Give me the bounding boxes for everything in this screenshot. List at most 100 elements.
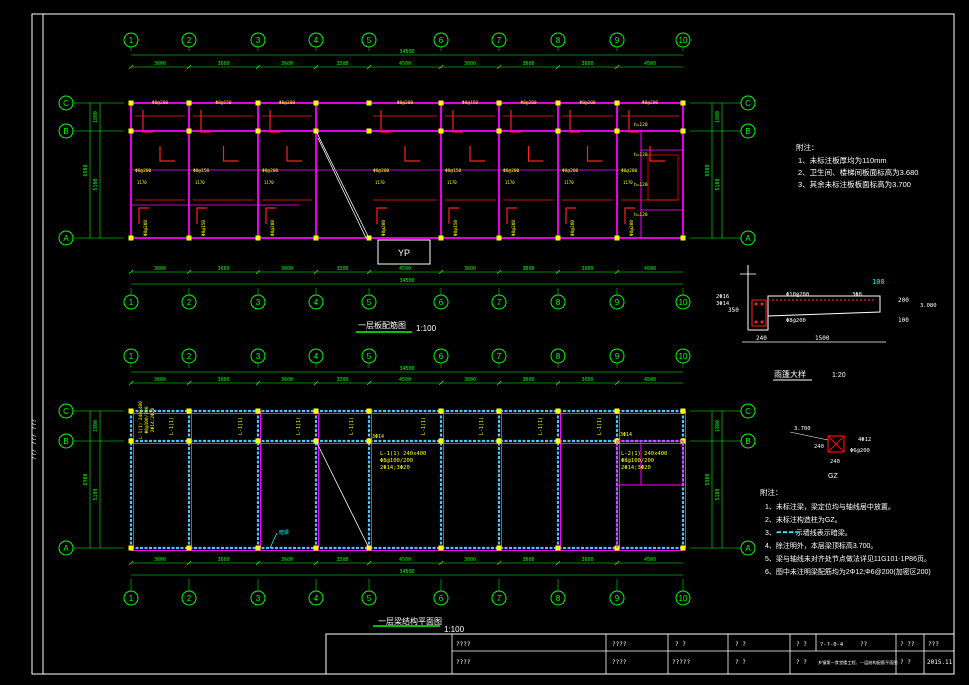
axis-bubble-top-4 [308, 32, 324, 48]
dim-tick-top-2 [255, 64, 261, 70]
rebar-mid-bay-2 [222, 146, 239, 162]
column-4-C [313, 408, 319, 414]
dim-tick-top-0 [128, 380, 134, 386]
column-3-B [255, 438, 261, 444]
slab-label-bot-bay-6: Φ8@150 [453, 220, 459, 237]
column-10-A [680, 235, 686, 241]
dim-tick-top-6 [496, 64, 502, 70]
axis-label-top-9: 9 [615, 36, 620, 45]
axis-bubble-top-5 [361, 348, 377, 364]
dim-tick-top-6 [496, 380, 502, 386]
axis-label-top-3: 3 [256, 352, 261, 361]
yp-leader [317, 137, 367, 239]
dim-tick-top-0 [128, 64, 134, 70]
axis-label-bottom-10: 10 [679, 298, 688, 307]
column-6-A [438, 235, 444, 241]
column-6-C [438, 408, 444, 414]
axis-bubble-bottom-1 [123, 294, 139, 310]
rebar-bot-bay-7 [506, 207, 517, 224]
bar-length-bay-9: 1170 [623, 180, 633, 185]
row-label-left-B: B [63, 127, 68, 136]
row-dim-total-right: 6900 [705, 164, 711, 176]
column-5-C [366, 408, 372, 414]
gz-label-stirrup: Φ6@200 [850, 448, 870, 454]
axis-label-bottom-3: 3 [256, 298, 261, 307]
leader-dark-beam [269, 532, 278, 549]
tb-r1-c9: ??? [928, 641, 939, 648]
canopy-detail: 240 1500 350 200 100 2Φ16 3Φ14 Φ10@200 Φ… [716, 265, 937, 381]
row-dim-total-right: 6900 [705, 473, 711, 485]
tb-r2-c3: ????? [672, 659, 690, 666]
column-8-A [555, 545, 561, 551]
axis-bubble-bottom-4 [308, 294, 324, 310]
axis-bubble-top-8 [550, 32, 566, 48]
column-3-A [255, 545, 261, 551]
dim-tick-bottom-0 [128, 269, 134, 275]
tb-r1-c1: ???? [456, 641, 471, 648]
dim-tick-top-3 [313, 380, 319, 386]
axis-bubble-top-2 [181, 348, 197, 364]
notes1-item-3: 3、其余未标注板板面标高为3.700 [798, 179, 911, 189]
detail-beam-stirrup [751, 299, 767, 327]
title-block: ???? ???? ? ? ? ? ? ? ?-?-0-4 ?? ? ?? ??… [325, 633, 955, 675]
detail-scale: 1:20 [832, 372, 846, 379]
axis-bubble-bottom-1 [123, 590, 139, 606]
axis-bubble-top-2 [181, 32, 197, 48]
axis-label-bottom-5: 5 [367, 298, 372, 307]
dim-bay-bottom-2: 3600 [217, 557, 229, 563]
axis-bubble-bottom-8 [550, 294, 566, 310]
dim-bay-top-1: 3600 [154, 61, 166, 67]
axis-label-top-2: 2 [187, 36, 192, 45]
bar-length-bay-6: 1170 [447, 180, 457, 185]
row-dim-upper-right: 1800 [715, 111, 721, 123]
row-dim-upper-right: 1800 [715, 420, 721, 432]
column-1-A [128, 235, 134, 241]
tb-r1-c2: ???? [612, 641, 627, 648]
beam-spec-2-line-2: Φ8@100/200 [621, 458, 654, 464]
row-dim-total-left: 6900 [83, 473, 89, 485]
dim-total-bottom: 34500 [399, 278, 414, 284]
row-dim-lower-left: 5100 [93, 178, 99, 190]
dim-tick-bottom-5 [438, 269, 444, 275]
axis-label-bottom-2: 2 [187, 298, 192, 307]
axis-label-top-8: 8 [556, 352, 561, 361]
h-mark-1: h=120 [634, 122, 648, 128]
row-label-right-B: B [745, 437, 750, 446]
side-labels: ??? ??? ??? [31, 419, 38, 460]
plan1-caption-group: 一层板配筋图 1:100 [356, 320, 437, 333]
axis-bubble-top-10 [675, 348, 691, 364]
axis-label-top-5: 5 [367, 352, 372, 361]
axis-label-bottom-7: 7 [497, 298, 502, 307]
dim-tick-top-1 [186, 64, 192, 70]
axis-label-bottom-10: 10 [679, 594, 688, 603]
row-bubble-left-A [58, 540, 74, 556]
axis-bubble-bottom-4 [308, 590, 324, 606]
beam-structure-plan: 1122334455667788991010360036003600360036… [58, 348, 756, 606]
slab-label-mid-bay-7: Φ8@200 [503, 168, 520, 174]
tb-r1-c7: ?? [860, 641, 868, 648]
axis-bubble-top-7 [491, 348, 507, 364]
slab-label-top-bay-3: Φ8@200 [279, 100, 296, 106]
beam-spec-1-line-1: L-1(1) 240x400 [380, 451, 426, 457]
dim-bay-top-2: 3600 [217, 61, 229, 67]
mark-3d14-2: 3Φ14 [620, 432, 632, 438]
rebar-mid-bay-5 [404, 146, 420, 162]
axis-bubble-top-6 [433, 32, 449, 48]
slab-label-mid-bay-9: Φ8@200 [621, 168, 638, 174]
tb-r1-c4: ? ? [735, 641, 746, 648]
tb-r1-c3: ? ? [675, 641, 686, 648]
rebar-bot-bay-3 [265, 207, 276, 224]
dim-bay-top-6: 3600 [464, 377, 476, 383]
dim-bay-top-3: 3600 [281, 377, 293, 383]
detail-bar-dot-3 [754, 320, 758, 324]
axis-label-top-1: 1 [129, 352, 134, 361]
axis-label-bottom-8: 8 [556, 298, 561, 307]
notes2-item-4: 4、除注明外，本层梁顶标高3.700。 [765, 541, 877, 550]
column-8-B [555, 128, 561, 134]
stair-room-box [640, 149, 684, 211]
dim-tick-bottom-0 [128, 560, 134, 566]
axis-bubble-top-5 [361, 32, 377, 48]
column-4-C [313, 100, 319, 106]
slab-label-top-bay-9: Φ8@200 [642, 100, 659, 106]
